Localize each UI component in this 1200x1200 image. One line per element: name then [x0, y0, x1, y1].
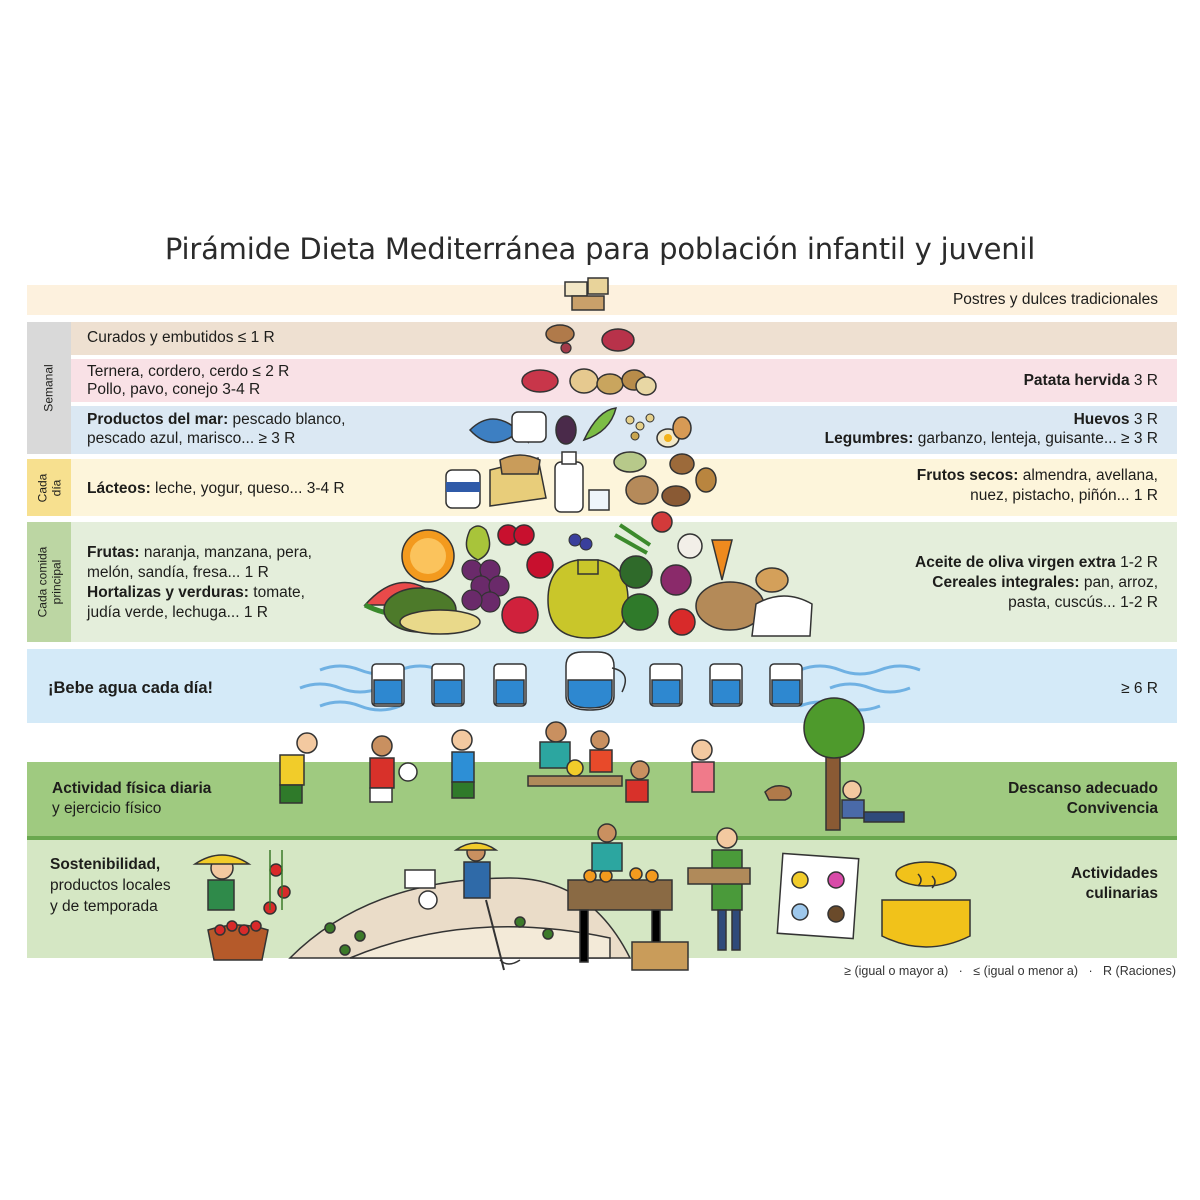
page-title: Pirámide Dieta Mediterránea para poblaci… [164, 232, 1036, 266]
hortalizas-label: Hortalizas y verduras: tomate, [87, 583, 305, 603]
actividad-icon [279, 697, 905, 831]
actividad-label-2: y ejercicio físico [52, 800, 162, 817]
carnes-blancas-label: Pollo, pavo, conejo 3-4 R [87, 381, 261, 398]
frutos-secos-label: Frutos secos: almendra, avellana, [917, 466, 1158, 486]
agua-icon [299, 651, 921, 712]
lacteos-bold: Lácteos: [87, 480, 151, 497]
legumbres-rest: garbanzo, lenteja, guisante... ≥ 3 R [913, 430, 1158, 447]
legumbres-bold: Legumbres: [824, 430, 914, 447]
descanso-label: Descanso adecuado [1008, 780, 1158, 797]
cereales-rest: pan, arroz, [1079, 574, 1158, 591]
carnes-icon [521, 368, 657, 396]
frutas-verduras-icon [363, 511, 813, 639]
legumbres-label: Legumbres: garbanzo, lenteja, guisante..… [825, 429, 1158, 449]
aceite-bold: Aceite de oliva virgen extra [915, 554, 1116, 571]
productos-mar-rest: pescado blanco, [228, 411, 346, 428]
lacteos-label: Lácteos: leche, yogur, queso... 3-4 R [87, 479, 345, 499]
productos-mar-bold: Productos del mar: [87, 411, 229, 428]
patata-bold: Patata hervida [1023, 372, 1130, 389]
side-semanal: Semanal [27, 322, 71, 454]
frutos-secos-label-2: nuez, pistacho, piñón... 1 R [970, 487, 1158, 504]
legend: ≥ (igual o mayor a) · ≤ (igual o menor a… [844, 964, 1176, 978]
hortalizas-bold: Hortalizas y verduras: [87, 584, 249, 601]
frutas-bold: Frutas: [87, 544, 140, 561]
lacteos-icon [445, 451, 717, 513]
sostenibilidad-label-3: y de temporada [50, 898, 158, 915]
dulces-icon [564, 277, 609, 311]
huevos-label: Huevos 3 R [1074, 410, 1158, 430]
convivencia-label: Convivencia [1066, 800, 1158, 817]
sostenibilidad-label-2: productos locales [50, 877, 171, 894]
productos-mar-icon [468, 407, 692, 448]
frutas-label: Frutas: naranja, manzana, pera, [87, 543, 312, 563]
hortalizas-rest: tomate, [248, 584, 305, 601]
cereales-bold: Cereales integrales: [932, 574, 1080, 591]
hortalizas-label-2: judía verde, lechuga... 1 R [87, 604, 268, 621]
agua-raciones: ≥ 6 R [1121, 680, 1158, 697]
cereales-label-2: pasta, cuscús... 1-2 R [1008, 594, 1158, 611]
actividad-label: Actividad física diaria [52, 780, 212, 797]
culinarias-label-2: culinarias [1085, 885, 1158, 902]
patata-label: Patata hervida 3 R [1024, 371, 1158, 391]
band-actividad [27, 762, 1177, 836]
frutos-secos-bold: Frutos secos: [916, 467, 1019, 484]
frutas-label-2: melón, sandía, fresa... 1 R [87, 564, 269, 581]
culinarias-label: Actividades [1070, 865, 1158, 882]
frutas-rest: naranja, manzana, pera, [139, 544, 312, 561]
lacteos-rest: leche, yogur, queso... 3-4 R [150, 480, 345, 497]
productos-mar-label: Productos del mar: pescado blanco, [87, 410, 345, 430]
productos-mar-label-2: pescado azul, marisco... ≥ 3 R [87, 430, 296, 447]
curados-label: Curados y embutidos ≤ 1 R [87, 329, 275, 346]
sostenibilidad-icon [192, 823, 971, 971]
sostenibilidad-label: Sostenibilidad, [50, 856, 161, 873]
patata-rest: 3 R [1129, 372, 1158, 389]
frutos-secos-rest: almendra, avellana, [1018, 467, 1158, 484]
aceite-label: Aceite de oliva virgen extra 1-2 R [915, 553, 1158, 573]
agua-label: ¡Bebe agua cada día! [48, 679, 214, 697]
aceite-rest: 1-2 R [1115, 554, 1158, 571]
huevos-rest: 3 R [1129, 411, 1158, 428]
huevos-bold: Huevos [1073, 411, 1130, 428]
cereales-label: Cereales integrales: pan, arroz, [932, 573, 1158, 593]
embutidos-icon [545, 324, 635, 354]
carnes-rojas-label: Ternera, cordero, cerdo ≤ 2 R [87, 363, 290, 380]
dulces-label: Postres y dulces tradicionales [952, 291, 1158, 308]
